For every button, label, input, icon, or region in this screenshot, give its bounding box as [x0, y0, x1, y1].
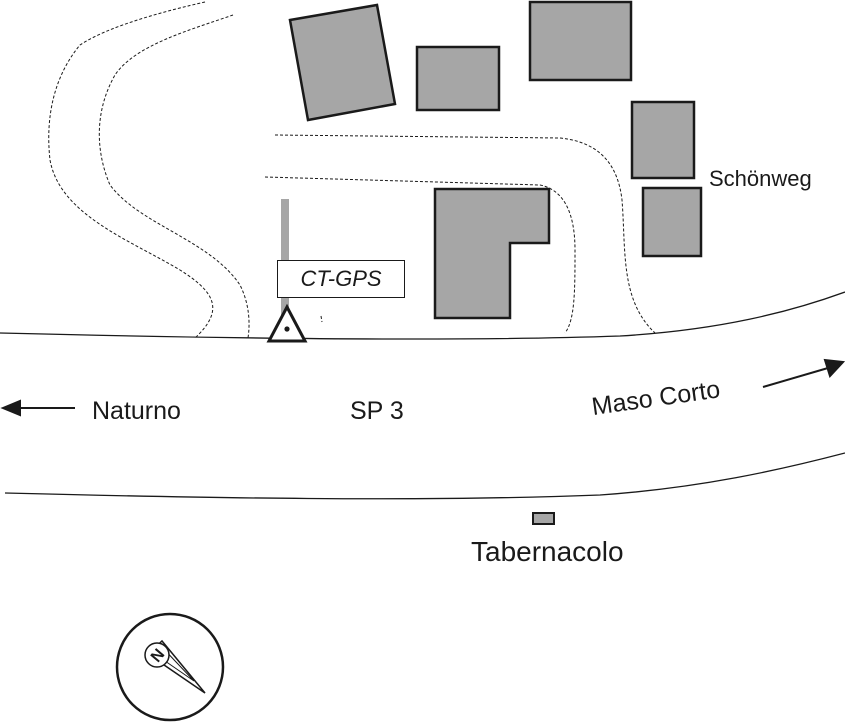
- station-name: CT-GPS: [300, 266, 382, 291]
- station-label-box: CT-GPS: [277, 260, 405, 298]
- road-edge-south: [4, 452, 845, 500]
- place-label-schonweg: Schönweg: [709, 166, 812, 191]
- compass-icon: N: [115, 612, 225, 722]
- gps-station-dot: [284, 326, 290, 332]
- building: [528, 0, 633, 82]
- footpath-village-upper: [274, 134, 656, 334]
- compass-hub: [144, 642, 170, 668]
- compass-ring: [115, 612, 225, 722]
- arrow-east-shaft: [762, 367, 829, 388]
- arrow-left-icon: [0, 399, 21, 417]
- buildings: [288, 0, 703, 525]
- direction-arrows: [0, 358, 845, 417]
- arrow-right-icon: [823, 358, 845, 378]
- road-edge-north: [0, 291, 845, 340]
- building: [630, 100, 696, 180]
- footpaths: [48, 1, 656, 339]
- road-label-sp3: SP 3: [350, 397, 404, 425]
- footpath-west-inner: [98, 14, 250, 339]
- building: [433, 187, 551, 320]
- building: [415, 45, 501, 112]
- station-mast: [281, 199, 289, 317]
- gps-station-triangle-icon: [266, 303, 308, 343]
- footpath-stub: [320, 315, 323, 323]
- building-tabernacolo: [532, 512, 555, 525]
- building: [641, 186, 703, 258]
- footpath-west-outer: [48, 1, 214, 339]
- building: [288, 3, 397, 122]
- direction-label-naturno: Naturno: [92, 397, 181, 425]
- road-sp3: [0, 291, 845, 500]
- place-label-tabernacolo: Tabernacolo: [471, 536, 624, 567]
- footpath-village-lower: [264, 176, 576, 334]
